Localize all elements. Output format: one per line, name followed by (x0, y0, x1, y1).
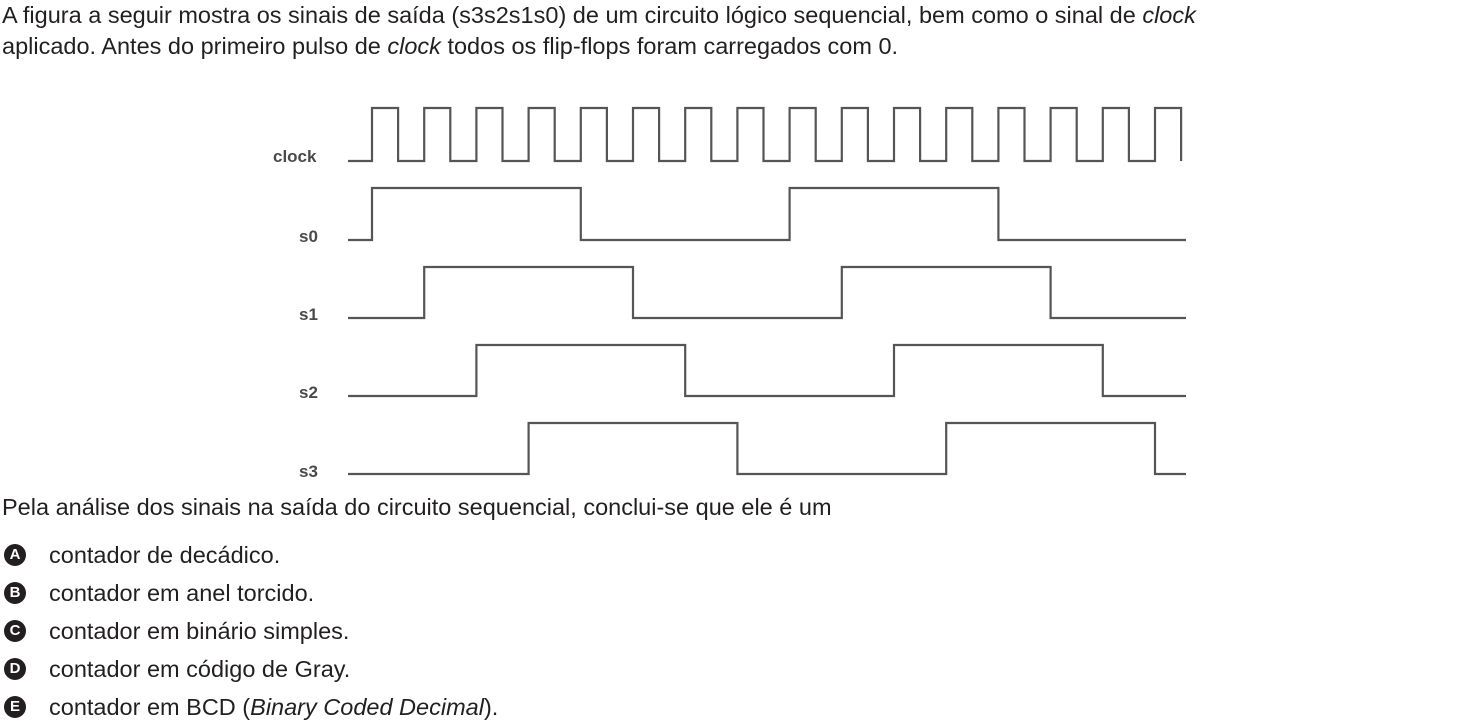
option-c-text: contador em binário simples. (49, 617, 350, 644)
option-c-letter-badge: C (4, 620, 26, 642)
clock-waveform (348, 106, 1183, 163)
intro-text-1: A figura a seguir mostra os sinais de sa… (2, 2, 1143, 28)
question-intro: A figura a seguir mostra os sinais de sa… (2, 0, 1458, 62)
option-d-letter-badge: D (4, 658, 26, 680)
s2-waveform (348, 343, 1186, 398)
option-d[interactable]: D contador em código de Gray. (4, 650, 498, 688)
option-b-text: contador em anel torcido. (49, 579, 315, 606)
intro-text-3: todos os flip-flops foram carregados com… (440, 33, 899, 59)
answer-options: A contador de decádico. B contador em an… (4, 536, 498, 726)
intro-clock-word-2: clock (387, 33, 441, 59)
s0-waveform (348, 186, 1186, 242)
option-e-text-after: ). (483, 693, 499, 720)
option-b[interactable]: B contador em anel torcido. (4, 574, 498, 612)
label-s1: s1 (299, 305, 318, 324)
option-e-text: contador em BCD (Binary Coded Decimal). (49, 694, 498, 721)
option-c[interactable]: C contador em binário simples. (4, 612, 498, 650)
option-a[interactable]: A contador de decádico. (4, 536, 498, 574)
s3-waveform (348, 421, 1186, 476)
option-a-text: contador de decádico. (49, 541, 281, 568)
question-prompt: Pela análise dos sinais na saída do circ… (2, 494, 832, 520)
option-e-letter-badge: E (4, 696, 26, 718)
label-s0: s0 (299, 227, 318, 246)
label-s3: s3 (299, 462, 318, 481)
option-e[interactable]: E contador em BCD (Binary Coded Decimal)… (4, 688, 498, 726)
option-b-letter-badge: B (4, 582, 26, 604)
s1-waveform (348, 265, 1186, 320)
option-a-letter-badge: A (4, 544, 26, 566)
timing-diagram: clock s0 s1 s2 s3 (273, 106, 1186, 481)
option-e-text-before: contador em BCD ( (49, 693, 251, 720)
option-e-text-italic: Binary Coded Decimal (250, 693, 484, 720)
option-d-text: contador em código de Gray. (49, 655, 351, 682)
intro-clock-word-1: clock (1142, 2, 1196, 28)
label-s2: s2 (299, 383, 318, 402)
label-clock: clock (273, 147, 317, 166)
intro-text-2: aplicado. Antes do primeiro pulso de (2, 33, 388, 59)
